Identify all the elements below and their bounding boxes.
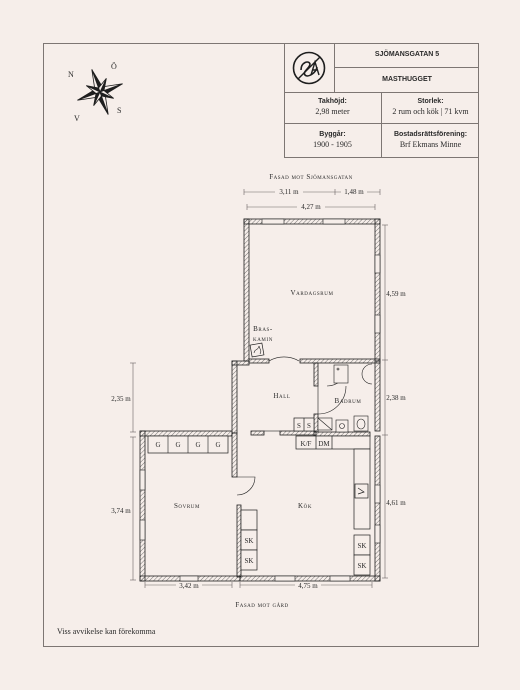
dim-left-lower: 3,74 m: [111, 507, 131, 515]
page-frame: [43, 43, 479, 647]
dim-left-upper: 2,35 m: [111, 395, 131, 403]
fridge-freezer-label: K/F: [301, 440, 312, 448]
size-value: 2 rum och kök | 71 kvm: [392, 107, 469, 116]
bedroom-cabinet-1: SK: [245, 537, 254, 545]
ceiling-label: Takhöjd:: [318, 98, 347, 105]
area-name: MASTHUGGET: [382, 76, 432, 83]
facade-bottom-label: Fasad mot gård: [235, 601, 288, 609]
wardrobe-4: G: [215, 441, 220, 449]
room-vardagsrum: Vardagsrum: [290, 289, 333, 297]
brand-logo-icon: [292, 51, 326, 85]
room-hall: Hall: [273, 392, 290, 400]
built-label: Byggår:: [319, 131, 346, 138]
dim-right-middle: 2,38 m: [386, 394, 406, 402]
storage-s-2: S: [307, 422, 311, 430]
dim-top-right: 1,48 m: [344, 188, 364, 196]
wardrobe-1: G: [155, 441, 160, 449]
built-value: 1900 - 1905: [313, 140, 352, 149]
dim-top-left: 3,11 m: [279, 188, 299, 196]
dim-bottom-right: 4,75 m: [298, 582, 318, 590]
association-value: Brf Ekmans Minne: [399, 140, 462, 149]
room-braskamin-1: Bras-: [253, 325, 273, 333]
facade-top-label: Fasad mot Sjömansgatan: [269, 173, 353, 181]
bathroom-fixtures: [317, 364, 369, 433]
dim-right-lower: 4,61 m: [386, 499, 406, 507]
room-sovrum: Sovrum: [174, 502, 200, 510]
dishwasher-label: DM: [318, 440, 330, 448]
street-name: SJÖMANSGATAN 5: [374, 51, 440, 58]
disclaimer-text: Viss avvikelse kan förekomma: [57, 627, 156, 636]
dim-bottom-left: 3,42 m: [179, 582, 199, 590]
bedroom-cabinet-2: SK: [245, 557, 254, 565]
dim-right-upper: 4,59 m: [386, 290, 406, 298]
title-block: SJÖMANSGATAN 5 MASTHUGGET Takhöjd: 2,98 …: [284, 43, 479, 158]
room-badrum: Badrum: [335, 397, 362, 405]
dim-top-total: 4,27 m: [301, 203, 321, 211]
fireplace-icon: [249, 342, 265, 358]
association-label: Bostadsrättsförening:: [393, 131, 468, 138]
windows: [139, 218, 381, 582]
storage-s-1: S: [297, 422, 301, 430]
walls: [139, 218, 381, 582]
room-braskamin-2: kamin: [253, 335, 273, 343]
wardrobes: G G G G: [147, 435, 229, 454]
ceiling-value: 2,98 meter: [315, 107, 350, 116]
kitchen-cabinet-1: SK: [358, 542, 367, 550]
wardrobe-3: G: [195, 441, 200, 449]
dimension-lines: [130, 189, 388, 588]
kitchen-fixtures: [240, 417, 371, 576]
kitchen-cabinet-2: SK: [358, 562, 367, 570]
size-label: Storlek:: [417, 98, 444, 105]
room-kok: Kök: [298, 502, 312, 510]
wardrobe-2: G: [175, 441, 180, 449]
